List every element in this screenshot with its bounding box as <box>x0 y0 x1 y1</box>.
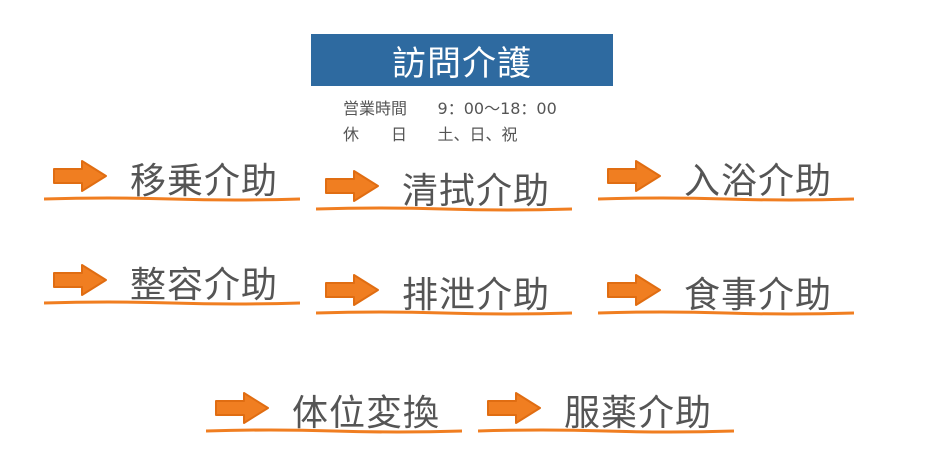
service-label: 入浴介助 <box>684 161 833 202</box>
service-label: 食事介助 <box>684 275 833 316</box>
business-hours-value: 9：00～18：00 <box>437 99 557 118</box>
underline <box>44 300 300 306</box>
service-label: 移乗介助 <box>130 161 279 202</box>
service-label: 服薬介助 <box>564 393 713 434</box>
holidays-value: 土、日、祝 <box>437 125 518 144</box>
underline <box>598 310 854 316</box>
service-label: 整容介助 <box>130 265 279 306</box>
holidays: 休 日 土、日、祝 <box>343 121 518 145</box>
arrow-right-icon <box>607 160 661 192</box>
arrow-right-icon <box>53 264 107 296</box>
arrow-right-icon <box>487 392 541 424</box>
underline <box>316 206 572 212</box>
arrow-right-icon <box>215 392 269 424</box>
underline <box>44 196 300 202</box>
service-label: 清拭介助 <box>402 171 551 212</box>
business-hours-label: 営業時間 <box>343 99 408 118</box>
arrow-right-icon <box>325 274 379 306</box>
service-label: 排泄介助 <box>402 275 551 316</box>
underline <box>598 196 854 202</box>
arrow-right-icon <box>607 274 661 306</box>
page-title: 訪問介護 <box>311 34 613 86</box>
business-hours: 営業時間 9：00～18：00 <box>343 95 557 119</box>
underline <box>478 428 734 434</box>
underline <box>316 310 572 316</box>
underline <box>206 428 462 434</box>
service-label: 体位変換 <box>292 393 441 434</box>
holidays-label: 休 日 <box>343 125 408 144</box>
arrow-right-icon <box>325 170 379 202</box>
arrow-right-icon <box>53 160 107 192</box>
